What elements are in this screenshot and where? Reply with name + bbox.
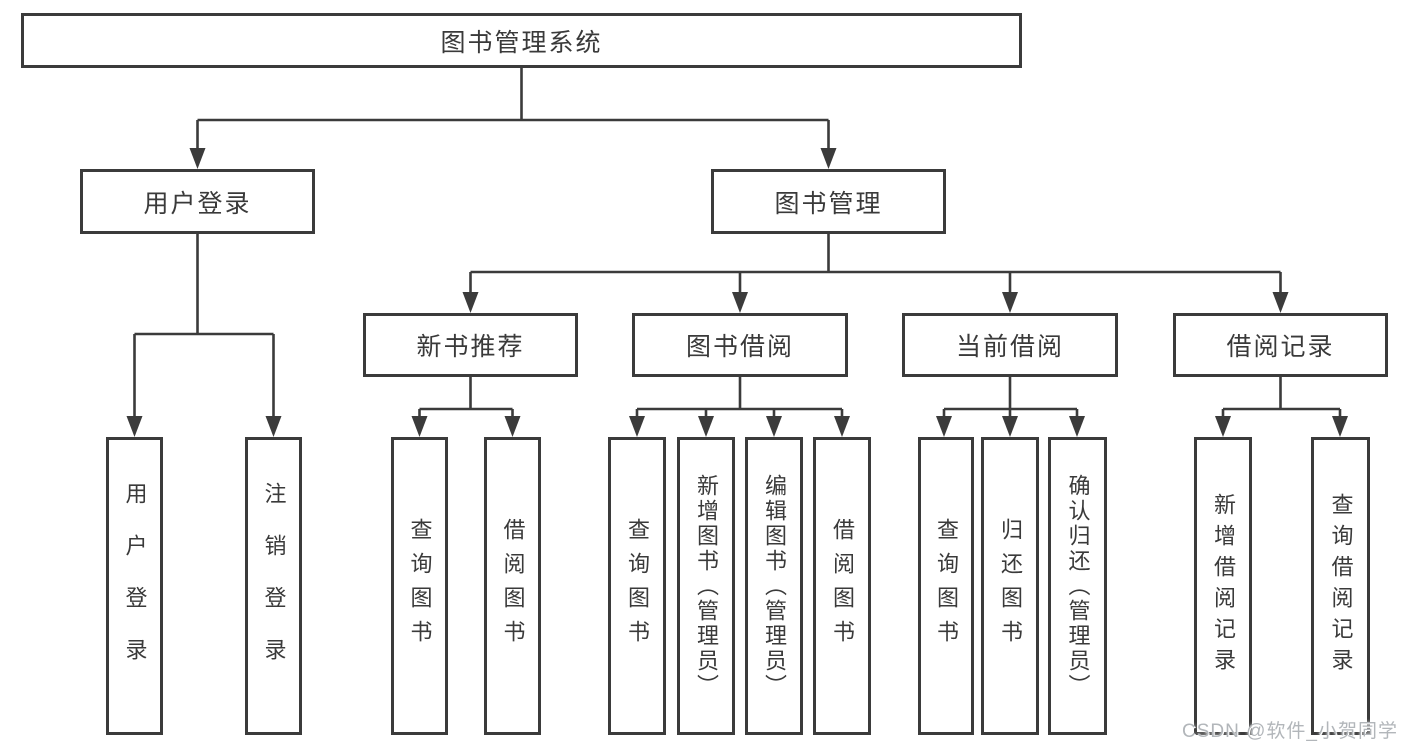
leaf-label: 编辑图书（管理员） — [762, 473, 787, 699]
connector-mgmt — [469, 234, 1282, 295]
leaf-label: 借阅图书 — [830, 518, 855, 654]
connector-root — [196, 68, 830, 151]
connector-login — [133, 234, 275, 419]
leaf-label: 用户登录 — [122, 482, 148, 690]
leaf-label: 注销登录 — [261, 482, 287, 690]
leaf-logout: 注销登录 — [245, 437, 302, 735]
node-borrow-records: 借阅记录 — [1173, 313, 1388, 377]
leaf-borrow-books-new: 借阅图书 — [484, 437, 541, 735]
leaf-confirm-return-admin: 确认归还（管理员） — [1048, 437, 1107, 735]
leaf-add-books-admin: 新增图书（管理员） — [677, 437, 735, 735]
node-label: 图书借阅 — [685, 333, 794, 361]
leaf-label: 确认归还（管理员） — [1065, 473, 1091, 699]
node-label: 用户登录 — [143, 189, 252, 218]
leaf-query-borrow-record: 查询借阅记录 — [1311, 437, 1370, 735]
leaf-label: 归还图书 — [998, 518, 1023, 654]
leaf-label: 查询借阅记录 — [1328, 493, 1354, 679]
leaf-label: 查询图书 — [934, 518, 959, 654]
node-user-login-branch: 用户登录 — [80, 169, 315, 234]
node-label: 图书管理系统 — [440, 28, 603, 57]
node-current-borrow: 当前借阅 — [902, 313, 1118, 377]
node-book-borrow: 图书借阅 — [632, 313, 848, 377]
connector-current-borrow — [942, 377, 1079, 420]
connector-new-books — [418, 377, 514, 420]
node-label: 图书管理 — [774, 189, 883, 218]
leaf-user-login: 用户登录 — [106, 437, 163, 735]
node-book-management-branch: 图书管理 — [711, 169, 946, 234]
leaf-return-books: 归还图书 — [981, 437, 1039, 735]
leaf-label: 新增图书（管理员） — [694, 473, 719, 699]
leaf-query-books-new: 查询图书 — [391, 437, 448, 735]
arrowheads — [126, 148, 1348, 437]
leaf-edit-books-admin: 编辑图书（管理员） — [745, 437, 803, 735]
connector-book-borrow — [635, 377, 844, 420]
leaf-label: 借阅图书 — [500, 518, 526, 654]
node-label: 当前借阅 — [955, 333, 1064, 361]
leaf-borrow-books: 借阅图书 — [813, 437, 871, 735]
leaf-add-borrow-record: 新增借阅记录 — [1194, 437, 1252, 735]
node-label: 借阅记录 — [1226, 333, 1335, 361]
connector-borrow-records — [1221, 377, 1342, 420]
leaf-label: 新增借阅记录 — [1211, 493, 1236, 679]
node-new-book-recommend: 新书推荐 — [363, 313, 578, 377]
leaf-query-books-current: 查询图书 — [918, 437, 974, 735]
node-system-root: 图书管理系统 — [21, 13, 1022, 68]
leaf-label: 查询图书 — [407, 518, 433, 654]
node-label: 新书推荐 — [416, 333, 525, 361]
leaf-label: 查询图书 — [625, 518, 650, 654]
csdn-watermark: CSDN @软件_小贺同学 — [1182, 721, 1398, 742]
leaf-query-books-borrow: 查询图书 — [608, 437, 666, 735]
